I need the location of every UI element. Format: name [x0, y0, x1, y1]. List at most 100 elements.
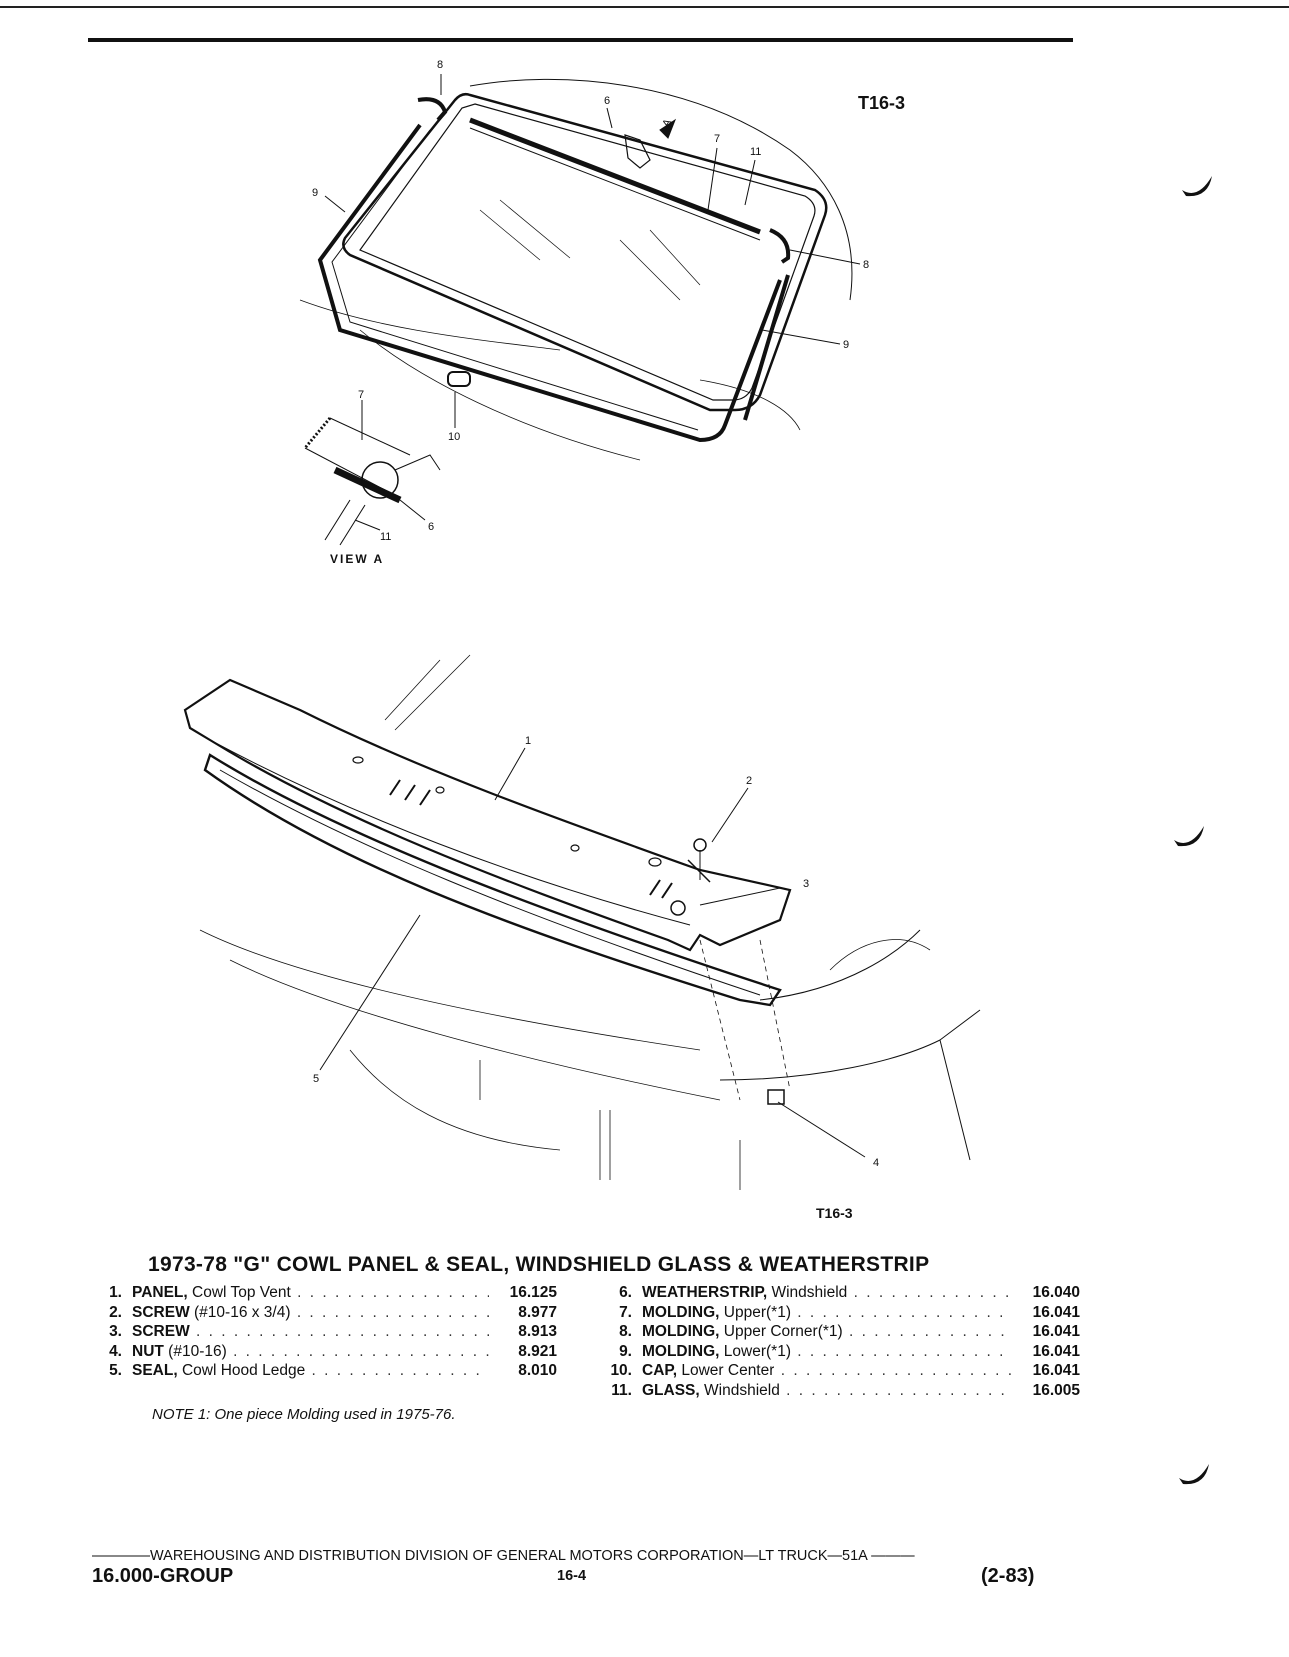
part-description: CAP, Lower Center	[642, 1361, 774, 1381]
part-number: 7.	[619, 1303, 632, 1321]
part-row: 4. NUT (#10-16) . . . . . . . . . . . . .…	[92, 1342, 557, 1362]
part-name: PANEL,	[132, 1284, 188, 1301]
figure-code-bottom: T16-3	[816, 1205, 853, 1221]
part-detail: Cowl Hood Ledge	[177, 1362, 306, 1379]
part-code: 16.125	[509, 1284, 557, 1301]
part-description: MOLDING, Lower(*1)	[642, 1342, 791, 1362]
leader-dots: . . . . . . . . . . . . . . . . . . . . …	[797, 1303, 1012, 1321]
binder-tick-mark	[1182, 176, 1212, 197]
part-code: 16.041	[1032, 1323, 1080, 1340]
part-code: 16.041	[1032, 1342, 1080, 1360]
part-description: MOLDING, Upper(*1)	[642, 1303, 791, 1323]
callout-9b: 9	[843, 339, 849, 351]
callout-3: 3	[803, 878, 809, 890]
callout-11b: 11	[380, 531, 391, 543]
part-code: 16.040	[1032, 1284, 1080, 1301]
part-code: 8.921	[518, 1342, 557, 1360]
part-code: 16.041	[1032, 1303, 1080, 1321]
binder-tick-mark	[1179, 1464, 1209, 1485]
leader-dots: . . . . . . . . . . . . . . . . . . . . …	[233, 1342, 489, 1360]
view-a-detail	[303, 400, 441, 546]
parts-list-right: 6.WEATHERSTRIP, Windshield . . . . . . .…	[602, 1283, 1080, 1400]
part-row: 10.CAP, Lower Center . . . . . . . . . .…	[602, 1361, 1080, 1381]
part-name: SEAL,	[132, 1362, 178, 1379]
part-number: 1.	[109, 1284, 122, 1301]
part-code: 8.977	[518, 1303, 557, 1321]
callout-8b: 8	[863, 259, 869, 271]
footer-group: 16.000-GROUP	[92, 1565, 234, 1587]
leader-dots: . . . . . . . . . . . . . . . . . . . . …	[786, 1381, 1012, 1399]
footer-publisher: ————WAREHOUSING AND DISTRIBUTION DIVISIO…	[92, 1548, 915, 1564]
part-detail: Cowl Top Vent	[187, 1284, 291, 1301]
callout-11: 11	[750, 146, 761, 158]
cowl-panel-drawing	[183, 654, 981, 1190]
part-row: 9. MOLDING, Lower(*1) . . . . . . . . . .…	[602, 1342, 1080, 1362]
footer-date: (2-83)	[981, 1565, 1035, 1587]
part-number: 8.	[619, 1323, 632, 1340]
callout-6: 6	[604, 95, 610, 107]
callout-7: 7	[714, 133, 720, 145]
part-detail: Lower(*1)	[719, 1342, 791, 1360]
footnote: NOTE 1: One piece Molding used in 1975-7…	[152, 1406, 456, 1423]
figure-code-top: T16-3	[858, 93, 906, 113]
part-code: 8.913	[518, 1323, 557, 1340]
part-code: 16.005	[1032, 1381, 1080, 1399]
part-number: 9.	[619, 1342, 632, 1360]
windshield-drawing	[299, 74, 861, 461]
part-number: 11.	[611, 1381, 632, 1399]
leader-dots: . . . . . . . . . . . . . . . . . . . . …	[297, 1284, 489, 1301]
part-name: MOLDING,	[642, 1303, 720, 1321]
part-detail: (#10-16)	[163, 1342, 227, 1360]
callout-7b: 7	[358, 389, 364, 401]
part-number: 2.	[109, 1303, 122, 1321]
part-name: WEATHERSTRIP,	[642, 1284, 768, 1301]
part-name: NUT	[132, 1342, 164, 1360]
leader-dots: . . . . . . . . . . . . . . . . . . . . …	[797, 1342, 1012, 1360]
parts-list-left: 1. PANEL, Cowl Top Vent . . . . . . . . .…	[92, 1283, 557, 1381]
callout-8: 8	[437, 59, 443, 71]
part-row: 11. GLASS, Windshield . . . . . . . . . .…	[602, 1381, 1080, 1401]
part-row: 3. SCREW . . . . . . . . . . . . . . . . …	[92, 1322, 557, 1342]
callout-10: 10	[448, 431, 460, 443]
part-row: 8. MOLDING, Upper Corner(*1) . . . . . . …	[602, 1322, 1080, 1342]
parts-illustration: 8 6 A 7 11 9 8 9 10 7 6 11 1 2 3 5 4	[183, 59, 981, 1190]
part-number: 5.	[109, 1362, 122, 1379]
part-row: 7. MOLDING, Upper(*1) . . . . . . . . . .…	[602, 1303, 1080, 1323]
part-description: SCREW (#10-16 x 3/4)	[132, 1303, 291, 1323]
part-name: CAP,	[642, 1362, 678, 1379]
part-detail: Windshield	[699, 1381, 780, 1399]
leader-dots: . . . . . . . . . . . . . . . . . . . . …	[296, 1303, 489, 1321]
leader-dots: . . . . . . . . . . . . . . . . . . . . …	[853, 1284, 1012, 1301]
part-name: SCREW	[132, 1323, 190, 1340]
part-name: MOLDING,	[642, 1323, 720, 1340]
part-code: 16.041	[1032, 1362, 1080, 1379]
leader-dots: . . . . . . . . . . . . . . . . . . . . …	[311, 1362, 489, 1379]
callout-5: 5	[313, 1073, 319, 1085]
part-row: 6.WEATHERSTRIP, Windshield . . . . . . .…	[602, 1283, 1080, 1303]
part-number: 4.	[109, 1342, 122, 1360]
part-number: 3.	[109, 1323, 122, 1340]
part-name: SCREW	[132, 1303, 190, 1321]
callout-6b: 6	[428, 521, 434, 533]
footer-page-number: 16-4	[557, 1568, 587, 1584]
part-name: MOLDING,	[642, 1342, 720, 1360]
part-detail: Upper(*1)	[719, 1303, 791, 1321]
part-name: GLASS,	[642, 1381, 700, 1399]
part-detail: Windshield	[767, 1284, 848, 1301]
part-row: 1. PANEL, Cowl Top Vent . . . . . . . . .…	[92, 1283, 557, 1303]
part-code: 8.010	[518, 1362, 557, 1379]
part-description: MOLDING, Upper Corner(*1)	[642, 1322, 843, 1342]
part-description: NUT (#10-16)	[132, 1342, 227, 1362]
callout-2: 2	[746, 775, 752, 787]
part-description: GLASS, Windshield	[642, 1381, 780, 1401]
leader-dots: . . . . . . . . . . . . . . . . . . . . …	[196, 1323, 489, 1340]
part-row: 5. SEAL, Cowl Hood Ledge . . . . . . . . …	[92, 1361, 557, 1381]
binder-tick-mark	[1174, 826, 1204, 847]
part-description: SCREW	[132, 1322, 190, 1342]
part-description: WEATHERSTRIP, Windshield	[642, 1283, 847, 1303]
callout-1: 1	[525, 735, 531, 747]
leader-dots: . . . . . . . . . . . . . . . . . . . . …	[848, 1323, 1012, 1340]
part-detail: Lower Center	[677, 1362, 775, 1379]
callout-labels: 8 6 A 7 11 9 8 9 10 7 6 11 1 2 3 5 4	[312, 59, 879, 1169]
part-description: SEAL, Cowl Hood Ledge	[132, 1361, 305, 1381]
